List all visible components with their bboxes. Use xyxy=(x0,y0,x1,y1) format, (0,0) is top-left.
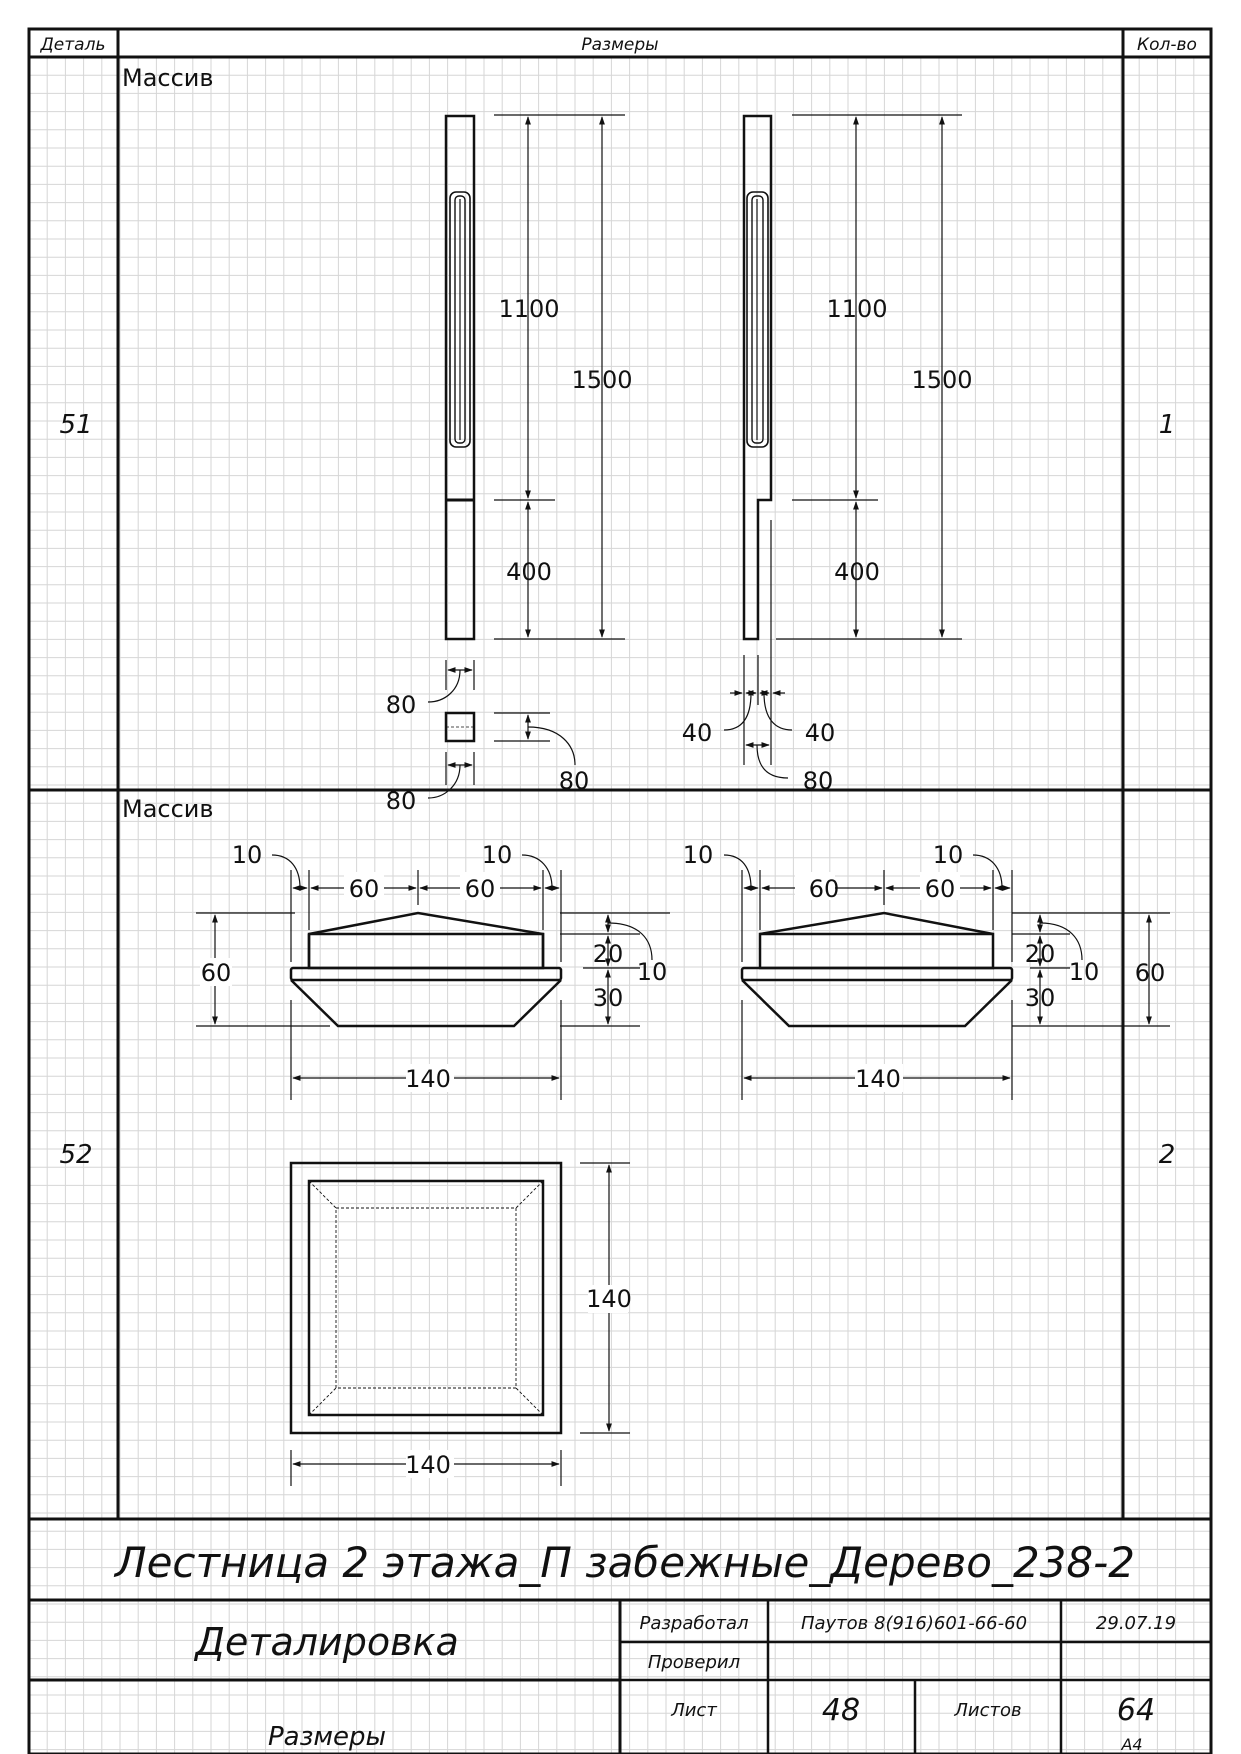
dim-51-tenon-left: 40 xyxy=(682,719,713,747)
dim-52-cap-height: 20 xyxy=(593,940,624,968)
sheets-total: 64 xyxy=(1117,1693,1155,1728)
baluster-side-view xyxy=(742,114,773,641)
dim-51-width-profile: 80 xyxy=(386,787,417,815)
cap-plan-view xyxy=(289,1161,563,1435)
dim-51-depth-side: 80 xyxy=(803,767,834,795)
dim-51-tenon-right: 40 xyxy=(805,719,836,747)
dim-52-right-overhang-b: 10 xyxy=(933,841,964,869)
dim-51-total-side: 1500 xyxy=(911,366,972,394)
dim-52-total-width-b: 140 xyxy=(855,1065,901,1093)
row-52-part: 52 xyxy=(59,1140,92,1170)
header-sizes: Размеры xyxy=(581,35,658,55)
row-51-qty: 1 xyxy=(1159,410,1176,440)
header-part: Деталь xyxy=(40,35,106,55)
frame xyxy=(27,27,1213,1754)
cap-elevation-right xyxy=(740,911,1014,1028)
dim-52-plan-height: 140 xyxy=(586,1285,632,1313)
developed-label: Разработал xyxy=(639,1613,748,1634)
dim-52-left-half-b: 60 xyxy=(465,875,496,903)
developer-name: Паутов 8(916)601-66-60 xyxy=(801,1613,1027,1634)
dim-52-left-overhang-a: 10 xyxy=(232,841,263,869)
section-title: Размеры xyxy=(268,1722,386,1752)
document-title: Деталировка xyxy=(193,1620,458,1664)
dim-51-fluted-side: 1100 xyxy=(826,295,887,323)
dim-52-total-height: 60 xyxy=(201,959,232,987)
grid-background xyxy=(29,57,1211,1754)
dim-52-cap-peak-b: 10 xyxy=(1069,958,1100,986)
baluster-section-view xyxy=(444,711,476,743)
dim-52-right-overhang-a: 10 xyxy=(482,841,513,869)
project-title: Лестница 2 этажа_П забежные_Дерево_238-2 xyxy=(113,1538,1135,1587)
dim-52-base-height: 30 xyxy=(593,984,624,1012)
dim-51-base: 400 xyxy=(506,558,552,586)
row-51-part: 51 xyxy=(59,410,92,440)
dim-52-half-d: 60 xyxy=(925,875,956,903)
sheet-label: Лист xyxy=(670,1700,717,1721)
format-label: А4 xyxy=(1120,1735,1142,1754)
dim-51-depth-profile: 80 xyxy=(559,767,590,795)
dim-52-left-overhang-b: 10 xyxy=(683,841,714,869)
dim-51-fluted: 1100 xyxy=(498,295,559,323)
dim-52-cap-peak: 10 xyxy=(637,958,668,986)
row-52-qty: 2 xyxy=(1159,1140,1176,1170)
cap-elevation-left xyxy=(289,911,563,1028)
row-52-material: Массив xyxy=(122,795,214,823)
dim-51-total: 1500 xyxy=(571,366,632,394)
dim-52-plan-width: 140 xyxy=(405,1451,451,1479)
baluster-front-view xyxy=(444,114,476,641)
sheets-label: Листов xyxy=(953,1700,1021,1721)
dim-52-half-c: 60 xyxy=(809,875,840,903)
header-qty: Кол-во xyxy=(1137,35,1197,55)
date-value: 29.07.19 xyxy=(1096,1613,1176,1634)
row-52-dimension-labels xyxy=(200,872,960,1478)
checked-label: Проверил xyxy=(648,1652,740,1673)
dim-52-base-height-b: 30 xyxy=(1025,984,1056,1012)
dim-52-total-width: 140 xyxy=(405,1065,451,1093)
dim-52-left-half-a: 60 xyxy=(349,875,380,903)
dim-51-width-front: 80 xyxy=(386,691,417,719)
title-block-lines xyxy=(620,1600,1211,1754)
dim-51-base-side: 400 xyxy=(834,558,880,586)
dim-52-cap-height-b: 20 xyxy=(1025,940,1056,968)
row-51-material: Массив xyxy=(122,64,214,92)
sheet-number: 48 xyxy=(822,1693,860,1728)
dim-52-total-height-b: 60 xyxy=(1135,959,1166,987)
row-51-dimension-lines xyxy=(427,114,962,799)
